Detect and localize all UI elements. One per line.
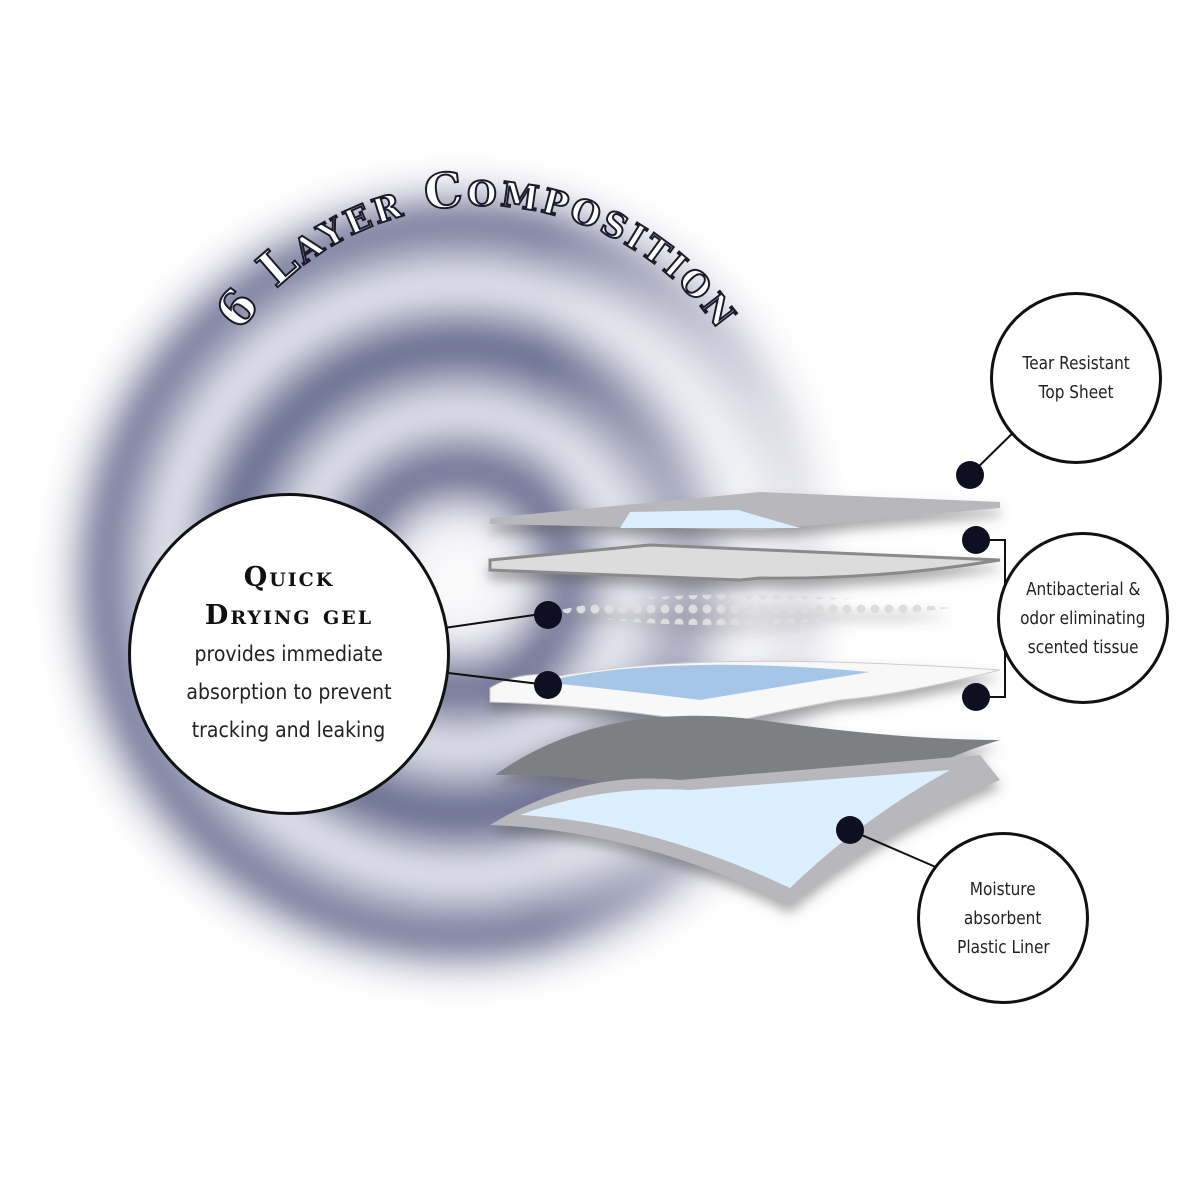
- top-sheet-callout: Tear Resistant Top Sheet: [990, 292, 1162, 464]
- gel-heading-1: Quick: [243, 562, 335, 593]
- layer-dotted: [560, 594, 950, 626]
- tissue-callout: Antibacterial & odor eliminating scented…: [997, 532, 1169, 704]
- marker-dot: [962, 526, 990, 554]
- callout-line: odor eliminating: [1020, 607, 1146, 629]
- gel-blue: [560, 664, 870, 700]
- layer-top-sheet: [490, 492, 1000, 530]
- marker-dot: [962, 683, 990, 711]
- callout-line: Tear Resistant: [1022, 353, 1130, 374]
- callout-line: absorbent: [964, 907, 1042, 929]
- quick-drying-gel-callout: Quick Drying gel provides immediate abso…: [128, 493, 450, 815]
- gel-body-2: absorption to prevent: [186, 680, 392, 704]
- marker-dot: [956, 461, 984, 489]
- gel-heading-2: Drying gel: [204, 600, 374, 631]
- callout-line: scented tissue: [1027, 636, 1139, 658]
- layer-tissue-1: [488, 543, 1001, 582]
- callout-line: Top Sheet: [1038, 382, 1114, 403]
- gel-body-1: provides immediate: [194, 642, 384, 666]
- callout-line: Plastic Liner: [956, 936, 1050, 958]
- markers: [534, 461, 990, 844]
- liner-callout: Moisture absorbent Plastic Liner: [917, 832, 1089, 1004]
- callout-line: Moisture: [970, 878, 1036, 900]
- gel-body-3: tracking and leaking: [192, 718, 386, 742]
- callout-line: Antibacterial &: [1025, 578, 1141, 600]
- marker-dot: [534, 671, 562, 699]
- marker-dot: [534, 601, 562, 629]
- marker-dot: [836, 816, 864, 844]
